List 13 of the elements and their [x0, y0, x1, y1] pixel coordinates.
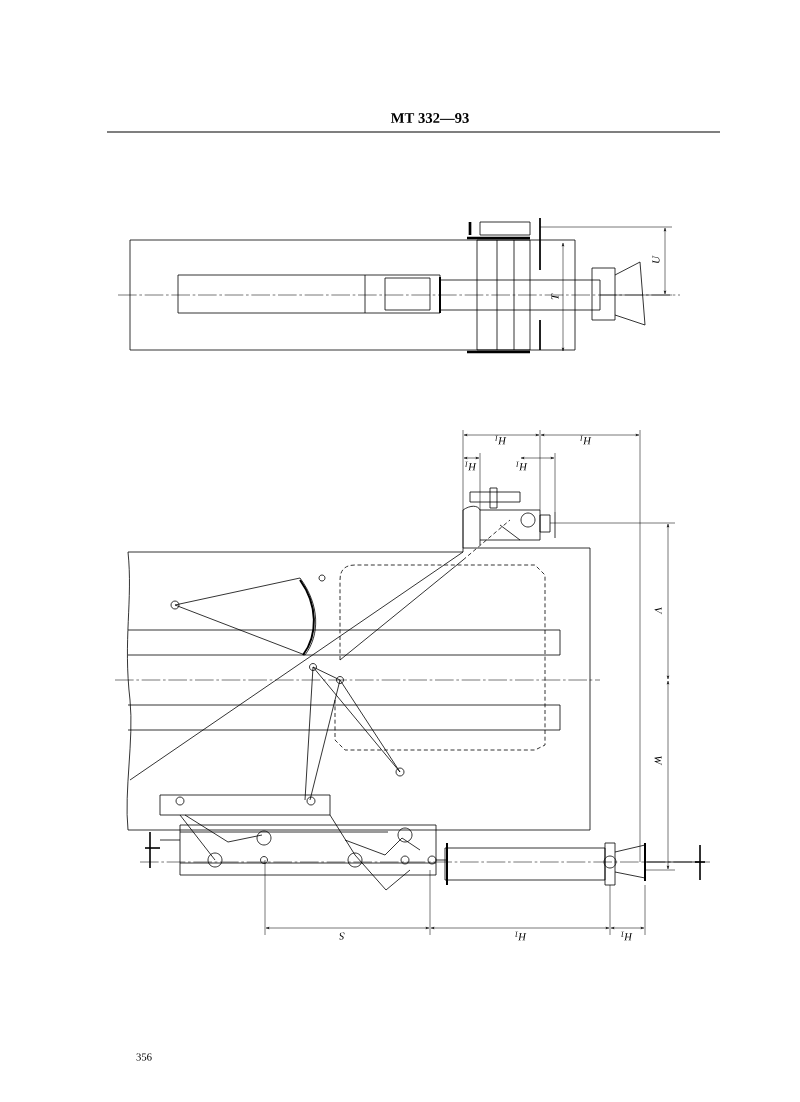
dimension-label: S [339, 932, 345, 940]
dimension-label: H$_{1}$ [621, 931, 633, 941]
dimension-label: H$_{1}$ [515, 931, 527, 941]
dimension-label: V [654, 607, 662, 615]
dimension-label: H$_{1}$ [465, 461, 477, 471]
dimension-label: T [551, 293, 559, 300]
page-header: MT 332—93 [390, 113, 469, 123]
dimension-label: U [652, 255, 660, 263]
dimension-label: W [654, 756, 662, 766]
dimension-label: H$_{1}$ [516, 461, 528, 471]
dimension-label: H$_{1}$ [580, 435, 592, 445]
page-number: 356 [136, 1053, 152, 1061]
dimension-label: H$_{1}$ [495, 435, 507, 445]
